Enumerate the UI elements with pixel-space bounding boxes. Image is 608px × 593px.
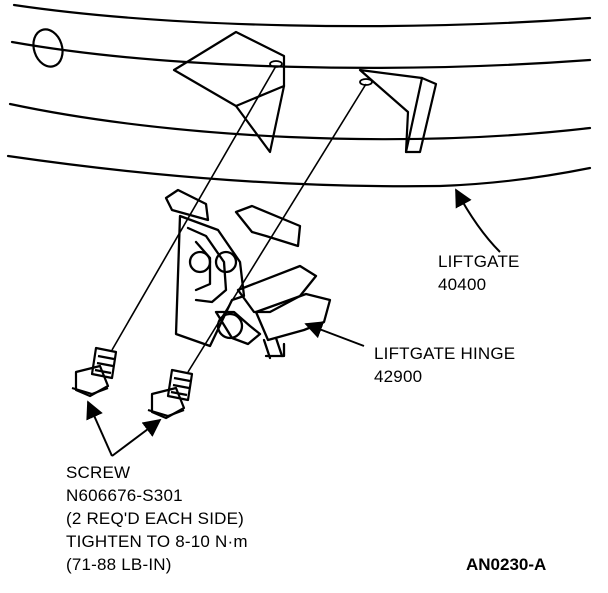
leader-lines [86,188,501,457]
liftgate-panel [6,3,592,188]
screw-part-number: N606676-S301 [66,486,183,505]
screw-quantity-note: (2 REQ'D EACH SIDE) [66,509,244,528]
screw-leader-right [111,418,162,457]
hinge-pivot-upper [188,250,212,274]
hinge-label: LIFTGATE HINGE [374,344,515,363]
liftgate-part-number: 40400 [438,275,486,294]
screw-torque: TIGHTEN TO 8-10 N·m [66,532,248,551]
bolt-alignment-lines [111,65,367,373]
liftgate-leader [455,188,501,253]
hinge-part-number: 42900 [374,367,422,386]
liftgate-grommet-hole [32,28,64,68]
liftgate-hinge [164,188,332,360]
hinge-leader [304,321,365,347]
hinge-pivot-lower [214,250,238,274]
hinge-pivot-bushing [216,312,244,340]
screw-upper-left [71,346,118,398]
screw-lower [147,368,194,420]
screw-label: SCREW [66,463,130,482]
liftgate-label: LIFTGATE [438,252,520,271]
figure-reference: AN0230-A [466,555,546,574]
screw-leader-left [86,400,113,457]
screw-torque-alt: (71-88 LB-IN) [66,555,172,574]
